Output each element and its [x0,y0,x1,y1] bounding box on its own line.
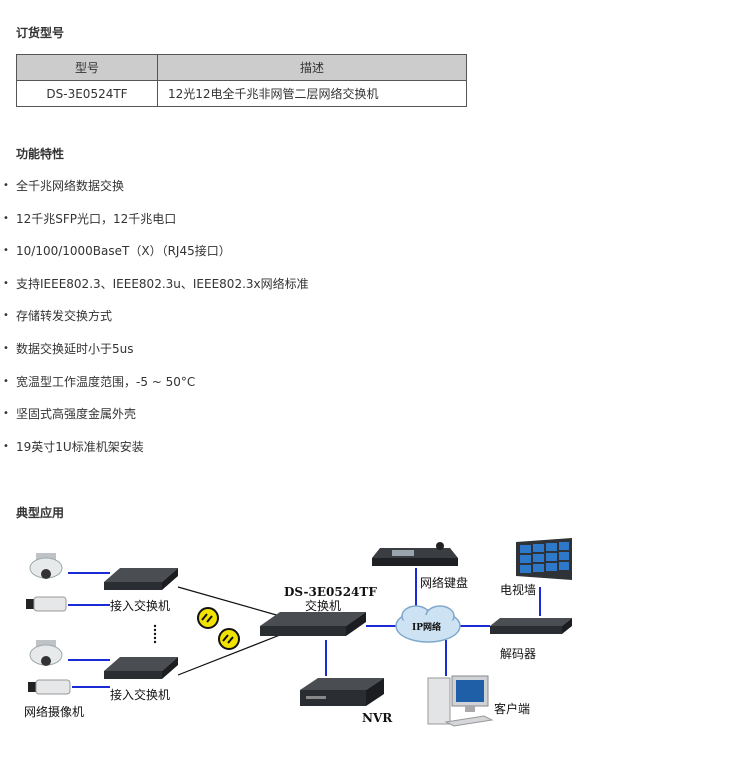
nvr-label: NVR [362,711,393,725]
list-item: •19英寸1U标准机架安装 [0,435,309,468]
access-switch-top-label: 接入交换机 [110,598,170,613]
ip-network-label: IP网络 [412,621,441,633]
bullet-icon: • [3,212,9,224]
bullet-icon: • [3,310,9,322]
dome-camera-icon [29,640,63,666]
list-item: •12千兆SFP光口，12千兆电口 [0,207,309,240]
ellipsis-icon [153,624,157,644]
dome-camera-icon [29,553,63,579]
bullet-icon: • [3,342,9,354]
bullet-icon: • [3,375,9,387]
link-lines [68,568,541,688]
bullet-icon: • [3,408,9,420]
list-item: •支持IEEE802.3、IEEE802.3u、IEEE802.3x网络标准 [0,272,309,305]
fiber-link-icon [218,628,240,650]
camera-label: 网络摄像机 [24,704,84,719]
list-item: •存储转发交换方式 [0,304,309,337]
client-label: 客户端 [494,701,530,716]
cell-model: DS-3E0524TF [16,80,158,107]
access-switch-bottom-label: 接入交换机 [110,687,170,702]
list-item: •数据交换延时小于5us [0,337,309,370]
column-header-model: 型号 [16,54,158,81]
network-topology-diagram: 网络摄像机 接入交换机 接入交换机 DS-3E0524TF 交换机 网络键 [24,538,572,727]
ordering-heading: 订货型号 [16,26,65,40]
bullet-camera-icon [28,679,71,695]
decoder-label: 解码器 [500,647,536,661]
bullet-icon: • [3,180,9,191]
bullet-camera-icon [26,596,67,612]
tv-wall-icon [516,538,572,580]
uplink-lines [177,586,281,676]
list-item: •10/100/1000BaseT（X）（RJ45接口） [0,239,309,272]
feature-list: •全千兆网络数据交换 •12千兆SFP光口，12千兆电口 •10/100/100… [0,174,309,467]
bullet-icon: • [3,245,9,257]
tv-wall-label: 电视墙 [500,582,536,597]
access-switch-icon [104,657,178,679]
network-keyboard-label: 网络键盘 [420,575,468,590]
application-heading: 典型应用 [16,506,65,520]
list-item: •宽温型工作温度范围，-5 ~ 50°C [0,370,309,403]
nvr-icon [300,678,384,706]
core-switch-model-label: DS-3E0524TF [284,585,377,599]
list-item: •坚固式高强度金属外壳 [0,402,309,435]
column-header-description: 描述 [157,54,467,81]
core-switch-icon [260,612,366,636]
table-header-row: 型号 描述 [16,54,467,81]
cell-description: 12光12电全千兆非网管二层网络交换机 [157,80,467,107]
bullet-icon: • [3,277,9,289]
table-row: DS-3E0524TF 12光12电全千兆非网管二层网络交换机 [16,80,467,107]
ip-network-cloud-icon [395,605,461,643]
core-switch-name-label: 交换机 [305,598,341,613]
decoder-icon [490,618,572,634]
list-item: •全千兆网络数据交换 [0,174,309,207]
model-table: 型号 描述 DS-3E0524TF 12光12电全千兆非网管二层网络交换机 [16,54,467,107]
client-pc-icon [427,675,494,727]
fiber-link-icon [197,607,219,629]
bullet-icon: • [3,440,9,452]
network-keyboard-icon [372,542,458,566]
features-heading: 功能特性 [16,147,65,161]
access-switch-icon [104,568,178,590]
